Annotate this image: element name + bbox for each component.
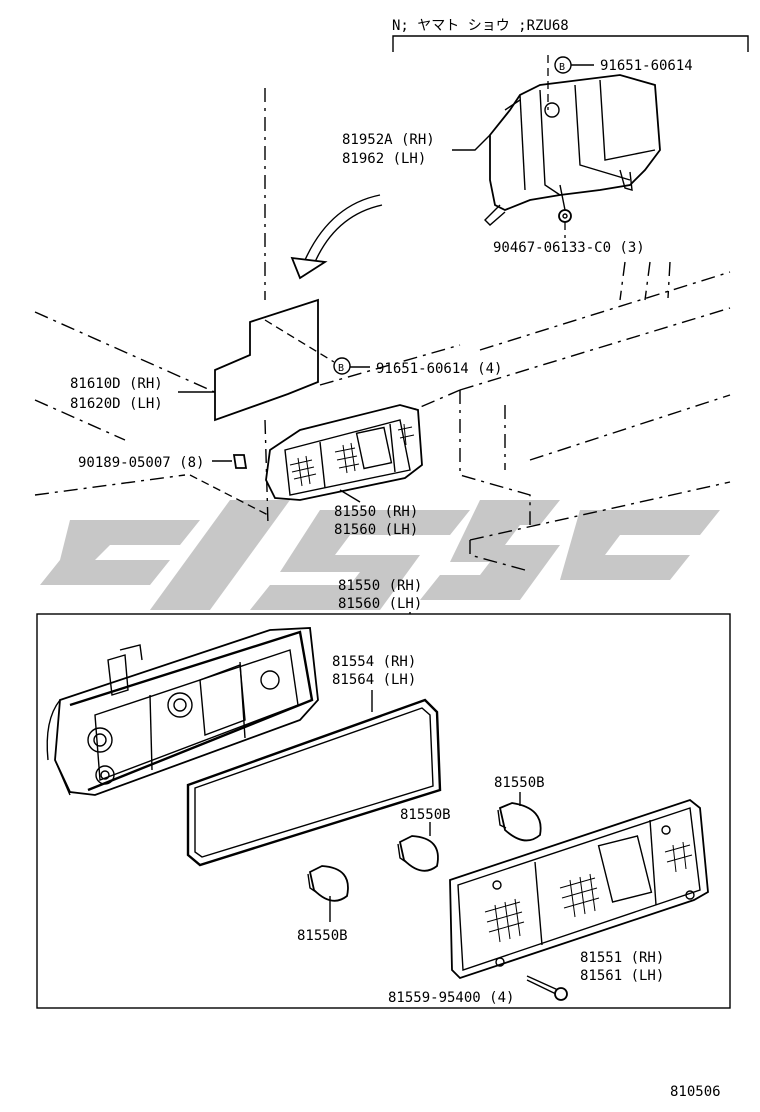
bracket-label-lh: 81962 (LH) bbox=[342, 151, 426, 167]
lamp-assy-box-label-lh: 81560 (LH) bbox=[338, 596, 422, 612]
protector-label-lh: 81620D (LH) bbox=[70, 396, 163, 412]
callout-screw: 81559-95400 (4) bbox=[388, 990, 514, 1006]
lamp-lens-part bbox=[449, 798, 709, 980]
callout-lamp-assy-box: 81550 (RH) 81560 (LH) bbox=[338, 578, 422, 614]
protector-label-rh: 81610D (RH) bbox=[70, 376, 163, 392]
bolt-mark-mid: B bbox=[338, 363, 344, 374]
screw-label: 81559-95400 (4) bbox=[388, 990, 514, 1006]
lens-label-rh: 81551 (RH) bbox=[580, 950, 664, 966]
rear-lamp-assembly-small bbox=[265, 404, 423, 501]
nut-label: 90467-06133-C0 (3) bbox=[493, 240, 645, 256]
bulb-left-label: 81550B bbox=[297, 928, 348, 944]
lamp-assy-box-label-rh: 81550 (RH) bbox=[338, 578, 422, 594]
callout-protector: 81610D (RH) 81620D (LH) bbox=[70, 376, 215, 412]
gasket-label-lh: 81564 (LH) bbox=[332, 672, 416, 688]
bolt-top-label: 91651-60614 bbox=[600, 58, 693, 74]
callout-lamp-assy: 81550 (RH) 81560 (LH) bbox=[334, 489, 418, 538]
bolt-mark-top: B bbox=[559, 62, 565, 73]
lamp-assy-label-rh: 81550 (RH) bbox=[334, 504, 418, 520]
model-note-bracket: N; ヤマト ショウ ;RZU68 bbox=[392, 18, 749, 52]
bulb-right-part: 81550B bbox=[494, 775, 545, 842]
vehicle-frame-outline bbox=[34, 88, 731, 571]
bulb-left-part: 81550B bbox=[297, 865, 349, 944]
lamp-bracket-part bbox=[484, 74, 661, 226]
diagram-number: 810506 bbox=[670, 1084, 721, 1100]
model-note: N; ヤマト ショウ ;RZU68 bbox=[392, 18, 569, 34]
protector-plate-part bbox=[214, 298, 319, 422]
callout-bracket: 81952A (RH) 81962 (LH) bbox=[342, 132, 491, 167]
install-arrow bbox=[290, 194, 383, 280]
bulb-right-label: 81550B bbox=[494, 775, 545, 791]
watermark-logo bbox=[40, 500, 720, 610]
gasket-label-rh: 81554 (RH) bbox=[332, 654, 416, 670]
lamp-gasket-part bbox=[186, 698, 442, 867]
callout-bolt-mid: B 91651-60614 (4) bbox=[264, 319, 502, 377]
callout-bolt-top: B 91651-60614 bbox=[554, 56, 693, 74]
lamp-housing-part bbox=[46, 627, 319, 796]
exploded-view-frame bbox=[36, 613, 731, 1009]
lens-label-lh: 81561 (LH) bbox=[580, 968, 664, 984]
callout-lens: 81551 (RH) 81561 (LH) bbox=[580, 950, 664, 984]
callout-gasket: 81554 (RH) 81564 (LH) bbox=[332, 654, 416, 712]
bulb-mid-label: 81550B bbox=[400, 807, 451, 823]
bracket-label-rh: 81952A (RH) bbox=[342, 132, 435, 148]
lamp-assy-label-lh: 81560 (LH) bbox=[334, 522, 418, 538]
callout-clip: 90189-05007 (8) bbox=[78, 454, 248, 471]
bolt-mid-label: 91651-60614 (4) bbox=[376, 361, 502, 377]
screw-part bbox=[526, 975, 568, 1001]
bulb-mid-part: 81550B bbox=[397, 807, 451, 872]
clip-label: 90189-05007 (8) bbox=[78, 455, 204, 471]
callout-nut: 90467-06133-C0 (3) bbox=[493, 240, 645, 256]
